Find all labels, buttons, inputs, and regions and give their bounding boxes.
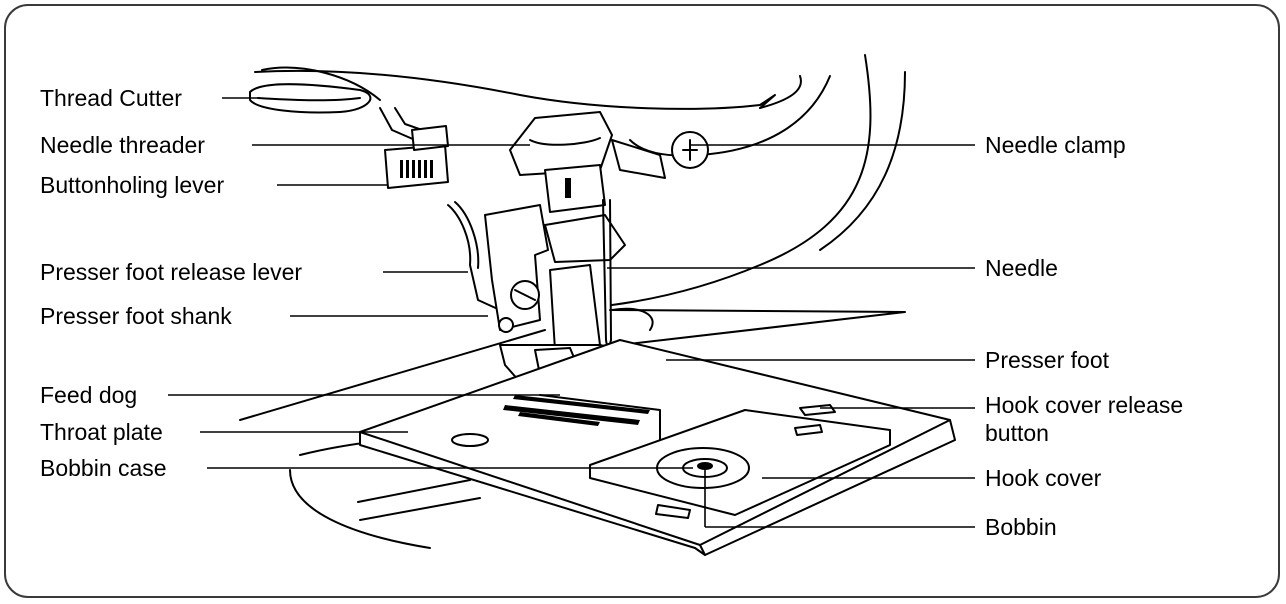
throat-plate-part [359,339,956,556]
needle-threader-assembly [509,111,709,213]
machine-bed-outline [239,307,906,549]
label-hook-cover: Hook cover [985,465,1102,491]
label-feed-dog: Feed dog [40,382,138,408]
label-hook-cover-release-button-line1: Hook cover release [985,392,1184,418]
label-bobbin: Bobbin [985,514,1057,540]
leader-lines-right [607,144,975,528]
label-bobbin-case: Bobbin case [40,455,167,481]
diagram-frame [4,4,1280,598]
label-needle-threader: Needle threader [40,132,205,158]
label-presser-foot-release-lever: Presser foot release lever [40,259,303,285]
label-throat-plate: Throat plate [40,419,163,445]
label-needle-clamp: Needle clamp [985,132,1126,158]
label-buttonholing-lever: Buttonholing lever [40,172,225,198]
presser-foot-shank-part [447,201,626,351]
label-thread-cutter: Thread Cutter [40,85,182,111]
label-presser-foot-shank: Presser foot shank [40,303,232,329]
leader-lines-left [168,97,693,469]
label-presser-foot: Presser foot [985,347,1109,373]
buttonholing-lever-part [379,107,449,189]
thread-cutter-part [249,83,372,114]
label-needle: Needle [985,255,1058,281]
label-hook-cover-release-button-line2: button [985,420,1049,446]
